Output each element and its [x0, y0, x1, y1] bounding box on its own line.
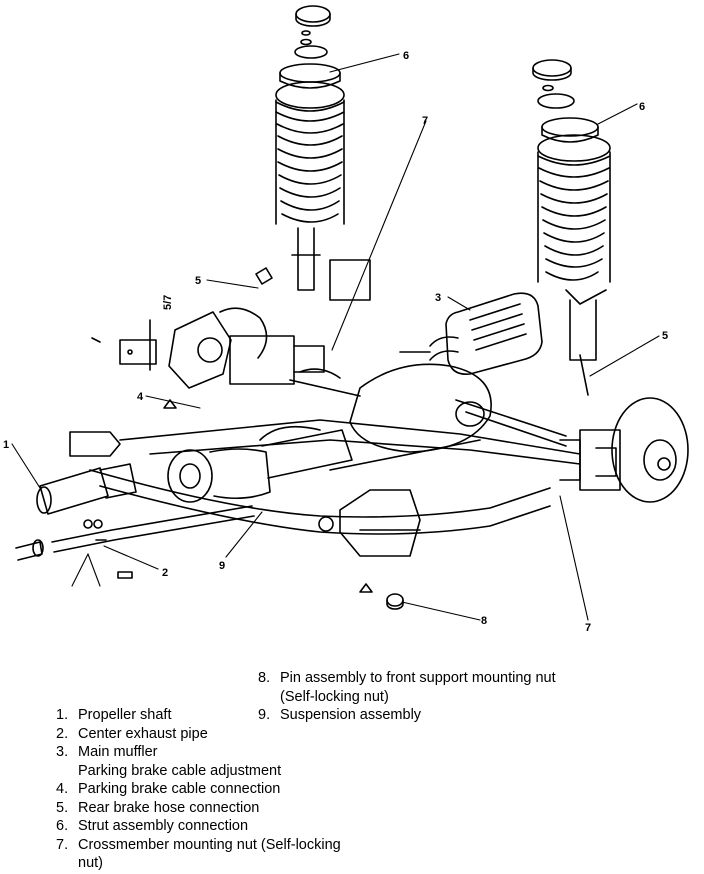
callout-8: 8: [481, 615, 487, 627]
legend-num: 7.: [56, 836, 69, 853]
legend-text: Pin assembly to front support mounting n…: [280, 670, 556, 686]
legend-item-4: 4. Parking brake cable connection: [56, 780, 341, 799]
callout-2: 2: [162, 567, 168, 579]
legend-text: Rear brake hose connection: [78, 799, 260, 816]
callout-7-top: 7: [422, 115, 428, 127]
propeller-shaft: [36, 429, 353, 515]
legend-item-9: 9. Suspension assembly: [258, 706, 556, 725]
callout-6-left: 6: [403, 50, 409, 62]
loose-hardware: [91, 259, 404, 610]
legend-text: Center exhaust pipe: [78, 725, 208, 742]
legend-left-column: 1. Propeller shaft 2. Center exhaust pip…: [56, 706, 341, 873]
legend-num: 9.: [258, 707, 271, 723]
legend-num: 3.: [56, 744, 69, 760]
legend-item-7: 7. Crossmember mounting nut (Self-lockin…: [56, 836, 341, 855]
legend-text: Crossmember mounting nut (Self-locking: [78, 836, 341, 853]
legend-item-7-continued: nut): [78, 855, 103, 871]
leader-lines: [11, 53, 660, 621]
callout-1: 1: [3, 439, 9, 451]
legend-num: 6.: [56, 818, 69, 834]
callout-5-right: 5: [662, 330, 668, 342]
legend-text: Strut assembly connection: [78, 818, 249, 834]
crossmember-subframe: [69, 419, 581, 557]
legend-text: Parking brake cable connection: [78, 781, 281, 797]
legend-item-3-continued: Parking brake cable adjustment: [78, 762, 282, 779]
callout-7-bottom: 7: [585, 622, 591, 634]
center-exhaust-pipe: [15, 505, 255, 561]
differential-and-axle: [289, 363, 567, 453]
legend-text: Propeller shaft: [78, 707, 172, 723]
right-hub-assembly: [559, 397, 689, 503]
callout-4: 4: [137, 391, 144, 403]
right-strut-assembly: [532, 59, 611, 396]
callout-9: 9: [219, 560, 225, 572]
left-hub-assembly: [119, 307, 325, 389]
main-muffler: [399, 292, 543, 376]
legend-item-5: 5. Rear brake hose connection: [56, 799, 341, 818]
legend-text: Main muffler: [78, 744, 158, 760]
legend-num: 8.: [258, 670, 271, 686]
legend-num: 2.: [56, 725, 69, 742]
legend-item-2: 2. Center exhaust pipe: [56, 725, 341, 744]
legend-num: 1.: [56, 707, 69, 723]
legend-num: 5.: [56, 799, 69, 816]
left-strut-assembly: [275, 5, 345, 291]
legend-item-3: 3. Main muffler: [56, 743, 341, 762]
legend-item-8: 8. Pin assembly to front support mountin…: [258, 669, 556, 688]
legend-right-column: 8. Pin assembly to front support mountin…: [258, 669, 556, 725]
callout-5-left: 5: [195, 275, 201, 287]
legend-item-8-continued: (Self-locking nut): [280, 688, 389, 705]
legend-item-6: 6. Strut assembly connection: [56, 817, 341, 836]
legend-text: Suspension assembly: [280, 707, 422, 723]
callout-3: 3: [435, 292, 441, 304]
callout-labels: 1 2 3 4 5 5 6 6 7 7 8 9 5/7: [3, 50, 668, 634]
callout-6-right: 6: [639, 101, 645, 113]
legend-item-1: 1. Propeller shaft: [56, 706, 341, 725]
callout-side: 5/7: [162, 295, 174, 310]
legend-num: 4.: [56, 781, 69, 797]
rear-suspension-exploded-diagram: 1 2 3 4 5 5 6 6 7 7 8 9 5/7: [3, 5, 689, 634]
